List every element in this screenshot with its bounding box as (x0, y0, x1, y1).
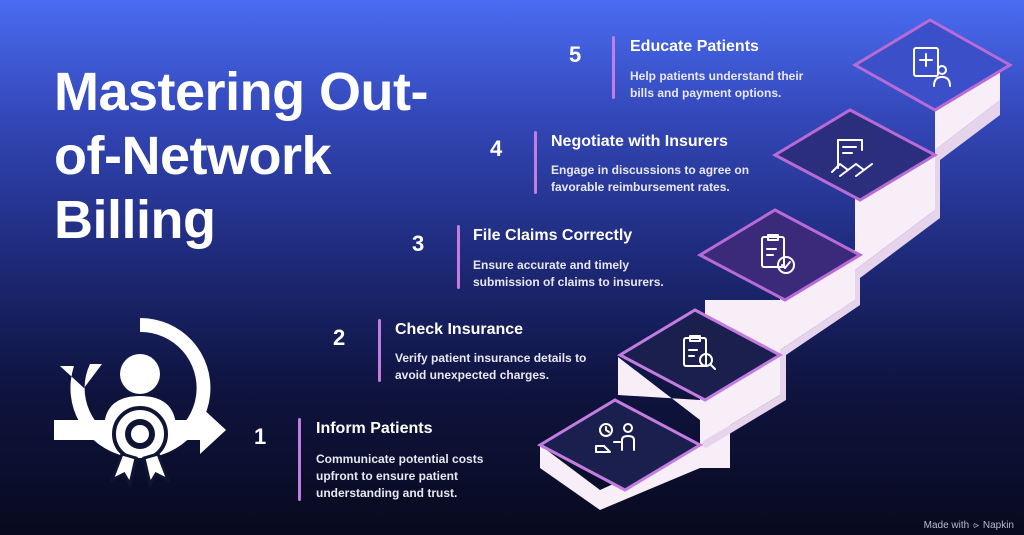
page-title: Mastering Out-of-Network Billing (54, 62, 429, 250)
step-top-3 (696, 208, 864, 302)
step-divider (298, 418, 301, 501)
step-description: Verify patient insurance details to avoi… (395, 351, 587, 382)
footer-label: Made with (923, 520, 970, 531)
step-title: Check Insurance (395, 321, 524, 338)
patient-card-icon (913, 47, 951, 87)
step-divider (534, 131, 537, 194)
step-top-4 (771, 108, 939, 202)
clipboard-check-icon (761, 234, 795, 274)
step-title: File Claims Correctly (473, 227, 633, 244)
step-title: Inform Patients (316, 420, 433, 437)
handshake-contract-icon (831, 139, 873, 177)
award-cycle-icon (54, 317, 226, 488)
step-title: Educate Patients (630, 38, 759, 55)
footer-brand: Napkin (982, 520, 1014, 531)
step-divider (457, 225, 460, 289)
step-number: 2 (333, 325, 346, 350)
step-description: Help patients understand their bills and… (630, 69, 804, 100)
napkin-logo-icon: ⪧ (973, 520, 979, 531)
step-number: 1 (254, 424, 267, 449)
step-number: 5 (569, 42, 582, 67)
step-top-2 (616, 308, 784, 402)
step-description: Ensure accurate and timely submission of… (473, 258, 664, 289)
step-description: Engage in discussions to agree on favora… (551, 163, 750, 194)
step-top-5 (852, 18, 1013, 112)
step-number: 3 (412, 231, 425, 256)
step-top-1 (536, 398, 704, 492)
clipboard-search-icon (683, 335, 716, 370)
made-with-footer[interactable]: Made with ⪧ Napkin (924, 520, 1014, 531)
step-divider (378, 319, 381, 382)
step-description: Communicate potential costs upfront to e… (316, 452, 484, 500)
step-divider (612, 36, 615, 99)
step-number: 4 (490, 136, 503, 161)
consultation-icon (595, 423, 635, 453)
step-title: Negotiate with Insurers (551, 133, 728, 150)
